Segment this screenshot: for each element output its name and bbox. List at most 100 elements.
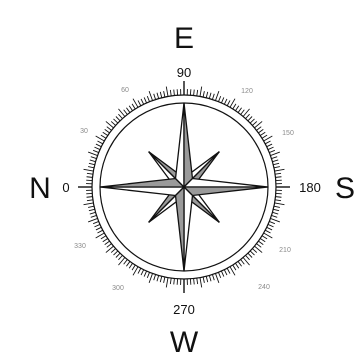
degree-tick — [124, 110, 128, 115]
degree-tick — [132, 104, 135, 109]
degree-tick — [209, 275, 211, 281]
degree-label-330: 330 — [74, 243, 86, 250]
degree-tick — [101, 236, 106, 239]
degree-tick — [272, 215, 278, 217]
degree-tick — [274, 167, 280, 168]
degree-tick — [272, 157, 278, 159]
degree-tick — [105, 241, 110, 245]
degree-tick — [203, 91, 204, 97]
degree-tick — [248, 253, 252, 257]
degree-tick — [275, 169, 285, 171]
degree-tick — [272, 160, 278, 162]
degree-label-180: 180 — [299, 180, 321, 195]
degree-tick — [275, 200, 281, 201]
degree-label-60: 60 — [121, 87, 129, 94]
cardinal-label-west: W — [170, 326, 199, 359]
rose-spike-90-light — [176, 103, 184, 187]
degree-tick — [268, 224, 273, 226]
degree-tick — [114, 251, 118, 255]
degree-tick — [97, 141, 102, 144]
degree-tick — [274, 206, 280, 207]
degree-tick — [206, 92, 207, 98]
degree-tick — [221, 271, 223, 276]
degree-tick — [96, 144, 101, 147]
degree-tick — [267, 144, 272, 147]
degree-tick — [87, 197, 93, 198]
degree-tick — [103, 238, 108, 241]
degree-tick — [141, 270, 144, 275]
degree-tick — [93, 150, 99, 152]
degree-tick — [90, 160, 96, 162]
degree-tick — [164, 277, 165, 283]
degree-tick — [221, 97, 223, 102]
degree-tick — [260, 238, 265, 241]
degree-tick — [124, 260, 128, 265]
cardinal-label-south: S — [335, 172, 355, 205]
degree-tick — [250, 119, 254, 123]
degree-tick — [94, 147, 99, 149]
degree-label-150: 150 — [282, 130, 294, 137]
degree-tick — [166, 278, 168, 288]
degree-tick — [87, 200, 93, 201]
degree-tick — [200, 278, 202, 288]
degree-tick — [224, 99, 227, 104]
degree-tick — [203, 277, 204, 283]
degree-tick — [118, 114, 122, 118]
degree-tick — [268, 147, 273, 149]
degree-tick — [252, 121, 256, 125]
degree-tick — [160, 276, 161, 282]
degree-label-0: 0 — [62, 180, 69, 195]
degree-tick — [241, 110, 245, 115]
degree-label-30: 30 — [80, 128, 88, 135]
degree-tick — [107, 244, 112, 248]
cardinal-label-north: N — [29, 172, 51, 205]
degree-tick — [218, 96, 220, 102]
degree-tick — [88, 206, 94, 207]
degree-tick — [89, 209, 95, 210]
degree-tick — [270, 152, 279, 155]
degree-tick — [262, 236, 267, 239]
degree-tick — [88, 167, 94, 168]
cardinal-label-east: E — [174, 22, 194, 55]
rose-spike-180-shaded — [184, 187, 268, 195]
degree-tick — [235, 106, 238, 111]
degree-tick — [233, 104, 236, 109]
degree-tick — [212, 275, 214, 281]
degree-tick — [141, 99, 144, 104]
degree-tick — [246, 114, 250, 118]
degree-tick — [96, 227, 101, 230]
degree-tick — [273, 163, 279, 164]
degree-tick — [174, 90, 175, 96]
degree-tick — [275, 173, 281, 174]
degree-tick — [275, 203, 285, 205]
degree-tick — [147, 96, 149, 102]
degree-tick — [111, 249, 115, 253]
degree-tick — [105, 129, 110, 133]
degree-tick — [200, 87, 202, 97]
degree-tick — [91, 157, 97, 159]
degree-tick — [170, 278, 171, 284]
degree-tick — [270, 218, 279, 221]
degree-tick — [149, 273, 152, 282]
degree-tick — [248, 117, 252, 121]
degree-tick — [129, 263, 132, 268]
degree-tick — [116, 117, 120, 121]
degree-tick — [144, 271, 146, 276]
degree-tick — [154, 275, 156, 281]
degree-tick — [257, 244, 262, 248]
degree-tick — [118, 255, 122, 259]
degree-tick — [272, 212, 278, 214]
rose-spike-0-shaded — [100, 179, 184, 187]
degree-tick — [132, 265, 135, 270]
degree-tick — [114, 119, 118, 123]
degree-tick — [138, 100, 141, 105]
degree-tick — [257, 127, 262, 131]
degree-tick — [88, 152, 97, 155]
rose-spike-90-shaded — [184, 103, 192, 187]
degree-tick — [89, 163, 95, 164]
degree-tick — [94, 224, 99, 226]
degree-tick — [126, 261, 130, 266]
degree-tick — [149, 91, 152, 100]
degree-tick — [273, 209, 279, 210]
